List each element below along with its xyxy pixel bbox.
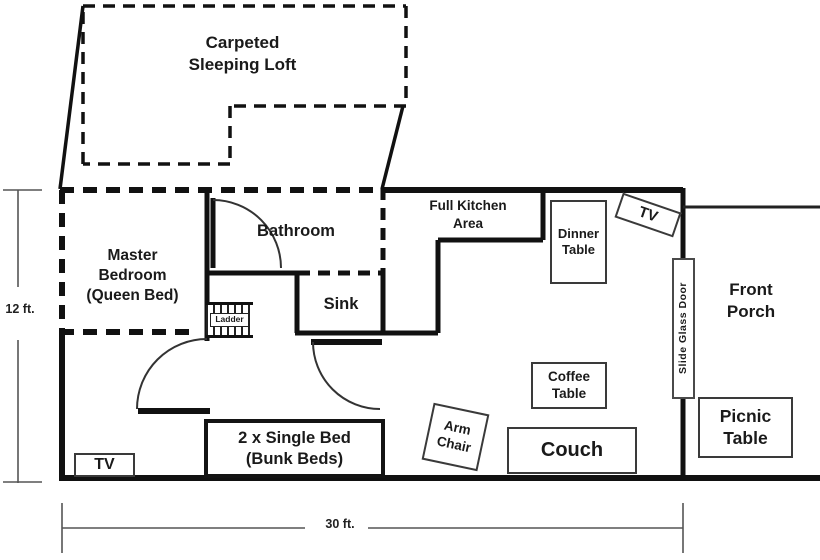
- porch-tv-label: TV: [636, 203, 661, 226]
- picnic-table-line2: Table: [723, 427, 768, 448]
- master-bedroom-line1: Master: [107, 247, 158, 264]
- kitchen-label: Full Kitchen Area: [398, 197, 538, 232]
- dinner-table-line1: Dinner: [557, 225, 600, 241]
- roof-slant-lines: [58, 5, 405, 190]
- coffee-table-line1: Coffee: [547, 368, 590, 384]
- master-bedroom-line3: (Queen Bed): [86, 287, 179, 305]
- kitchen-label-line1: Full Kitchen: [429, 198, 507, 213]
- picnic-table: Picnic Table: [698, 397, 793, 458]
- front-porch-line2: Porch: [726, 302, 776, 322]
- slide-glass-door-label: Slide Glass Door: [676, 282, 689, 375]
- bunk-beds-line2: (Bunk Beds): [245, 449, 344, 468]
- arm-chair: Arm Chair: [421, 402, 490, 472]
- bathroom-label: Bathroom: [257, 222, 335, 240]
- couch: Couch: [507, 427, 637, 474]
- ladder-label: Ladder: [210, 313, 249, 327]
- hall-door-arc: [312, 341, 381, 410]
- loft-label-line2: Sleeping Loft: [188, 55, 297, 75]
- loft-label-line1: Carpeted: [205, 33, 280, 52]
- bunk-beds: 2 x Single Bed (Bunk Beds): [204, 419, 385, 478]
- living-room-tv: TV: [74, 453, 135, 477]
- kitchen-label-line2: Area: [452, 215, 484, 231]
- dinner-table: Dinner Table: [550, 200, 607, 284]
- loft-label: Carpeted Sleeping Loft: [130, 32, 355, 76]
- front-porch-label: Front Porch: [691, 279, 811, 323]
- living-room-tv-label: TV: [94, 456, 115, 473]
- bunk-beds-line1: 2 x Single Bed: [238, 428, 351, 447]
- dinner-table-line2: Table: [562, 242, 595, 257]
- couch-label: Couch: [540, 439, 604, 461]
- bedroom-door-arc: [136, 338, 208, 410]
- loft-outline: [81, 4, 408, 166]
- front-porch-line1: Front: [729, 280, 773, 299]
- master-bedroom-label: Master Bedroom (Queen Bed): [55, 246, 210, 306]
- dimension-lines: [3, 189, 684, 553]
- ladder: Ladder: [206, 302, 253, 338]
- coffee-table: Coffee Table: [531, 362, 607, 409]
- interior-walls: [60, 188, 546, 341]
- slide-glass-door: Slide Glass Door: [672, 258, 695, 399]
- width-dimension-label: 30 ft.: [325, 517, 355, 531]
- picnic-table-line1: Picnic: [719, 405, 772, 426]
- height-dimension-label: 12 ft.: [5, 302, 35, 316]
- doors: [136, 198, 382, 414]
- sink-label: Sink: [323, 295, 359, 313]
- coffee-table-line2: Table: [551, 385, 587, 401]
- master-bedroom-line2: Bedroom: [98, 267, 167, 285]
- bathroom-door-arc: [212, 199, 282, 269]
